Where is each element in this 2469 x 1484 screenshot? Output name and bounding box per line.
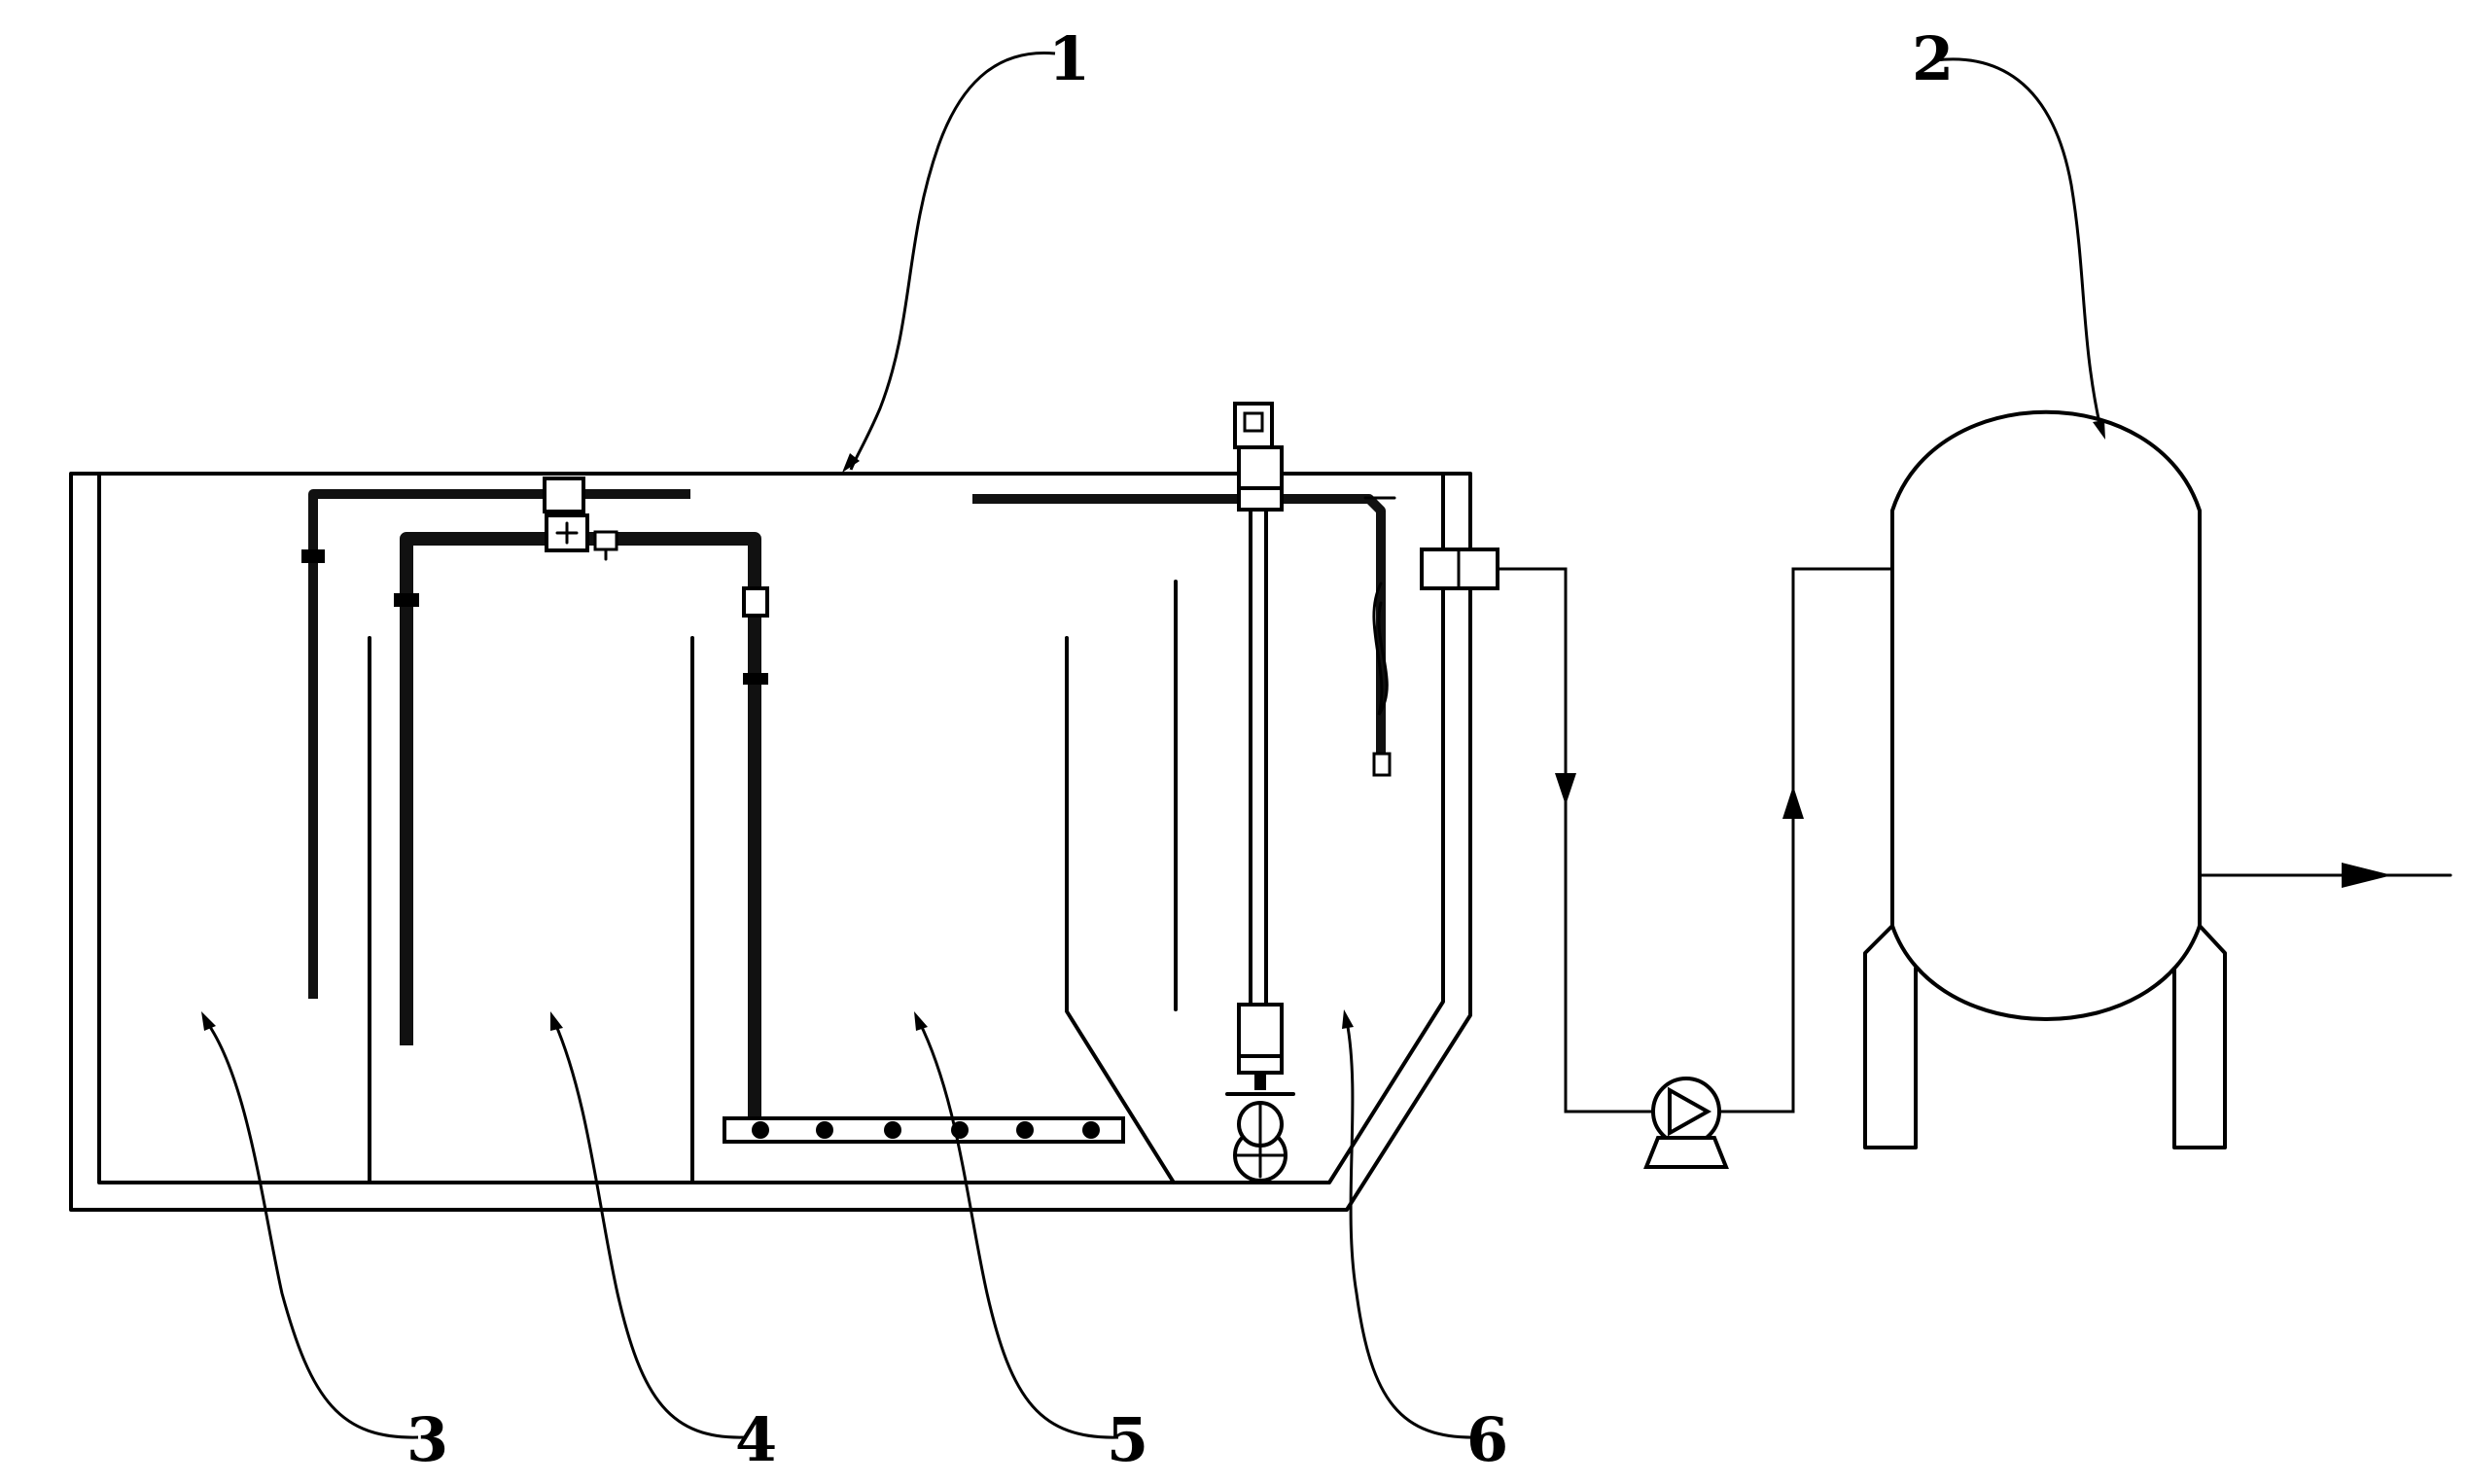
transfer-line <box>1420 548 1894 1113</box>
label-tank: 1 <box>1048 23 1090 94</box>
label-zone-4: 4 <box>735 1404 777 1475</box>
left-aeration-piping <box>301 477 769 1128</box>
label-zone-6: 6 <box>1466 1404 1508 1475</box>
right-piping <box>972 402 1396 1183</box>
storage-vessel <box>1863 409 2452 1149</box>
label-vessel: 2 <box>1912 23 1954 94</box>
label-zone-5: 5 <box>1107 1404 1148 1475</box>
pump-icon <box>1643 1077 1729 1169</box>
main-tank <box>69 472 1472 1212</box>
partition-walls <box>368 580 1178 1184</box>
diffuser-bar <box>723 1116 1125 1144</box>
label-zone-3: 3 <box>406 1404 448 1475</box>
leader-lines <box>201 51 2105 1439</box>
